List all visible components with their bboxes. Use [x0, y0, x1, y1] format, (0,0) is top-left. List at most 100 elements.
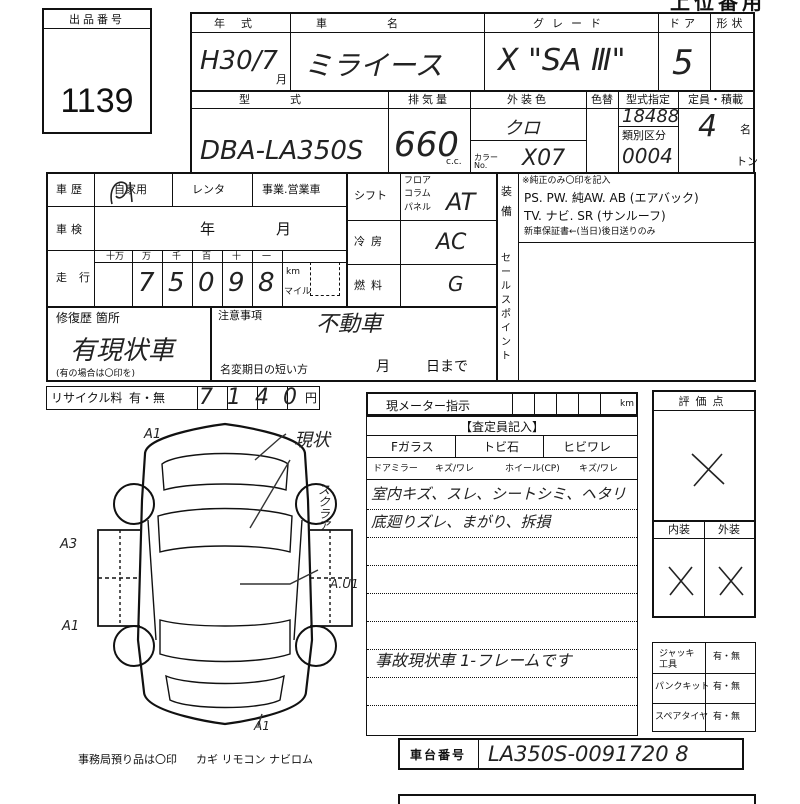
equipment-label: 装備: [501, 185, 512, 218]
shift-value: AT: [446, 188, 476, 216]
lot-number-label: 出品番号: [69, 13, 125, 26]
mileage-label: 走行: [56, 271, 102, 284]
mileage-unit-10k: 万: [142, 252, 152, 262]
meter-row: 現メーター指示 km: [366, 392, 638, 416]
displacement-unit: c.c.: [446, 157, 462, 167]
model-value: DBA-LA350S: [200, 136, 364, 166]
short-term-day: 日まで: [426, 359, 468, 375]
top-right-title: 上位番用: [670, 0, 766, 14]
year-label: 年式: [214, 17, 268, 30]
puncture-options: 有・無: [713, 682, 741, 692]
ext-color-value: クロ: [504, 118, 540, 139]
glass-label: Fガラス: [391, 440, 434, 454]
type-designation-label: 型式指定: [626, 93, 670, 106]
lot-number-box: 出品番号 1139: [42, 8, 152, 134]
type-designation-value: 18488: [622, 106, 680, 127]
interior-label: 内装: [668, 523, 690, 536]
category-value: 0004: [622, 144, 673, 168]
diagram-note-a1-bottom: A1: [254, 719, 270, 733]
diagram-note-current: 現状: [294, 430, 330, 451]
evaluation-score-box: 評価点 内装 外装: [652, 390, 756, 618]
chassis-label: 車台番号: [410, 748, 467, 762]
inspection-year: 年: [200, 220, 216, 238]
spare-label: スペアタイヤ: [655, 712, 709, 722]
chassis-row: 車台番号 LA350S-0091720 8: [398, 738, 744, 770]
history-rental: レンタ: [192, 183, 225, 196]
mileage-digit-4: 9: [228, 268, 245, 298]
mile-label: マイル: [284, 287, 312, 297]
lot-number-value: 1139: [60, 82, 134, 120]
chassis-value: LA350S-0091720 8: [488, 742, 689, 766]
doors-label: ドア: [669, 17, 699, 30]
details-block: 車歴 自家用 レンタ 事業.営業車 車検 年 月 走行 十万 万 千 百 十 一…: [46, 172, 756, 382]
spare-options: 有・無: [713, 712, 741, 722]
grade-label: グレード: [533, 17, 609, 30]
note-line-3: 事故現状車 1-フレームです: [375, 651, 572, 670]
km-label: km: [286, 267, 300, 277]
jack-options: 有・無: [713, 652, 741, 662]
history-label: 車歴: [56, 183, 86, 196]
displacement-label: 排気量: [408, 93, 450, 106]
mileage-unit-1: 一: [262, 252, 272, 262]
shift-label: シフト: [354, 189, 387, 202]
puncture-label: パンクキット: [655, 682, 710, 692]
color-no-value: X07: [522, 146, 566, 171]
car-diagram: [97, 422, 353, 727]
grade-value: X "SA Ⅲ": [498, 43, 626, 78]
capacity-value: 4: [698, 109, 718, 144]
exterior-x-mark: [718, 566, 744, 596]
equipment-check-box: ジャッキ工具 有・無 パンクキット 有・無 スペアタイヤ 有・無: [652, 642, 756, 732]
diagram-note-scratch: スクラ ア: [318, 483, 331, 533]
name-value: ミライース: [304, 49, 443, 82]
recycle-unit: 円: [305, 391, 318, 405]
diagram-note-au1: A.U1: [330, 577, 359, 591]
history-circle-mark: [110, 181, 133, 205]
month-unit: 月: [276, 73, 287, 86]
score-x-mark: [691, 453, 725, 487]
capacity-label: 定員・積載: [688, 93, 743, 106]
mileage-digit-2: 5: [168, 268, 185, 298]
equipment-line-3: 新車保証書←(当日)後日送りのみ: [524, 227, 656, 237]
jack-label: ジャッキ工具: [659, 649, 695, 670]
displacement-value: 660: [394, 125, 459, 165]
mileage-unit-10: 十: [232, 252, 242, 262]
shift-panel: パネル: [404, 203, 432, 213]
recycle-options: 有・無: [129, 391, 166, 405]
recycle-label: リサイクル料: [51, 391, 123, 405]
equipment-line-2: TV. ナビ. SR (サンルーフ): [524, 209, 666, 223]
mileage-digit-5: 8: [258, 268, 275, 298]
mileage-unit-100: 百: [202, 252, 212, 262]
equipment-line-1: PS. PW. 純AW. AB (エアバック): [524, 191, 699, 205]
caution-value: 不動車: [316, 312, 383, 337]
meter-label: 現メーター指示: [386, 399, 471, 413]
diagram-note-a1-top: A1: [144, 427, 162, 442]
meter-unit: km: [620, 399, 634, 409]
recycle-value: 7140: [199, 385, 311, 410]
repair-label: 修復歴 箇所: [56, 311, 120, 325]
wheel-value: キズ/ワレ: [579, 464, 619, 474]
office-items: カギ リモコン ナビロム: [196, 753, 313, 766]
category-label: 類別区分: [622, 129, 666, 142]
capacity-unit-tons: トン: [736, 155, 758, 168]
name-label: 車名: [316, 17, 458, 30]
color-no-label: カラーNo.: [474, 153, 498, 170]
score-label: 評価点: [678, 395, 730, 408]
vehicle-header-grid: 年式 車名 グレード ドア 形状 H30/7 月 ミライース X "SA Ⅲ" …: [190, 12, 758, 174]
office-note: 事務局預り品は〇印: [78, 753, 177, 766]
mileage-unit-1k: 千: [172, 252, 182, 262]
repair-note: (有の場合は〇印を): [56, 369, 136, 379]
inspection-block: 【査定員記入】 Fガラス トビ石 ヒビワレ ドアミラー キズ/ワレ ホイール(C…: [366, 416, 638, 736]
shift-floor: フロア: [404, 176, 432, 186]
ac-value: AC: [436, 230, 467, 255]
mileage-digit-1: 7: [138, 268, 155, 298]
model-label: 型式: [239, 93, 341, 106]
inspection-month: 月: [276, 220, 292, 238]
mirror-value: キズ/ワレ: [435, 464, 475, 474]
diagram-note-a3: A3: [60, 537, 78, 552]
recycle-row: リサイクル料 有・無 7140 円: [46, 386, 320, 410]
color-change-label: 色替: [591, 93, 613, 106]
wheel-label: ホイール(CP): [505, 464, 560, 474]
equipment-note: ※純正のみ〇印を記入: [522, 176, 611, 186]
year-value: H30/7: [200, 46, 278, 76]
ext-color-label: 外装色: [507, 93, 549, 106]
